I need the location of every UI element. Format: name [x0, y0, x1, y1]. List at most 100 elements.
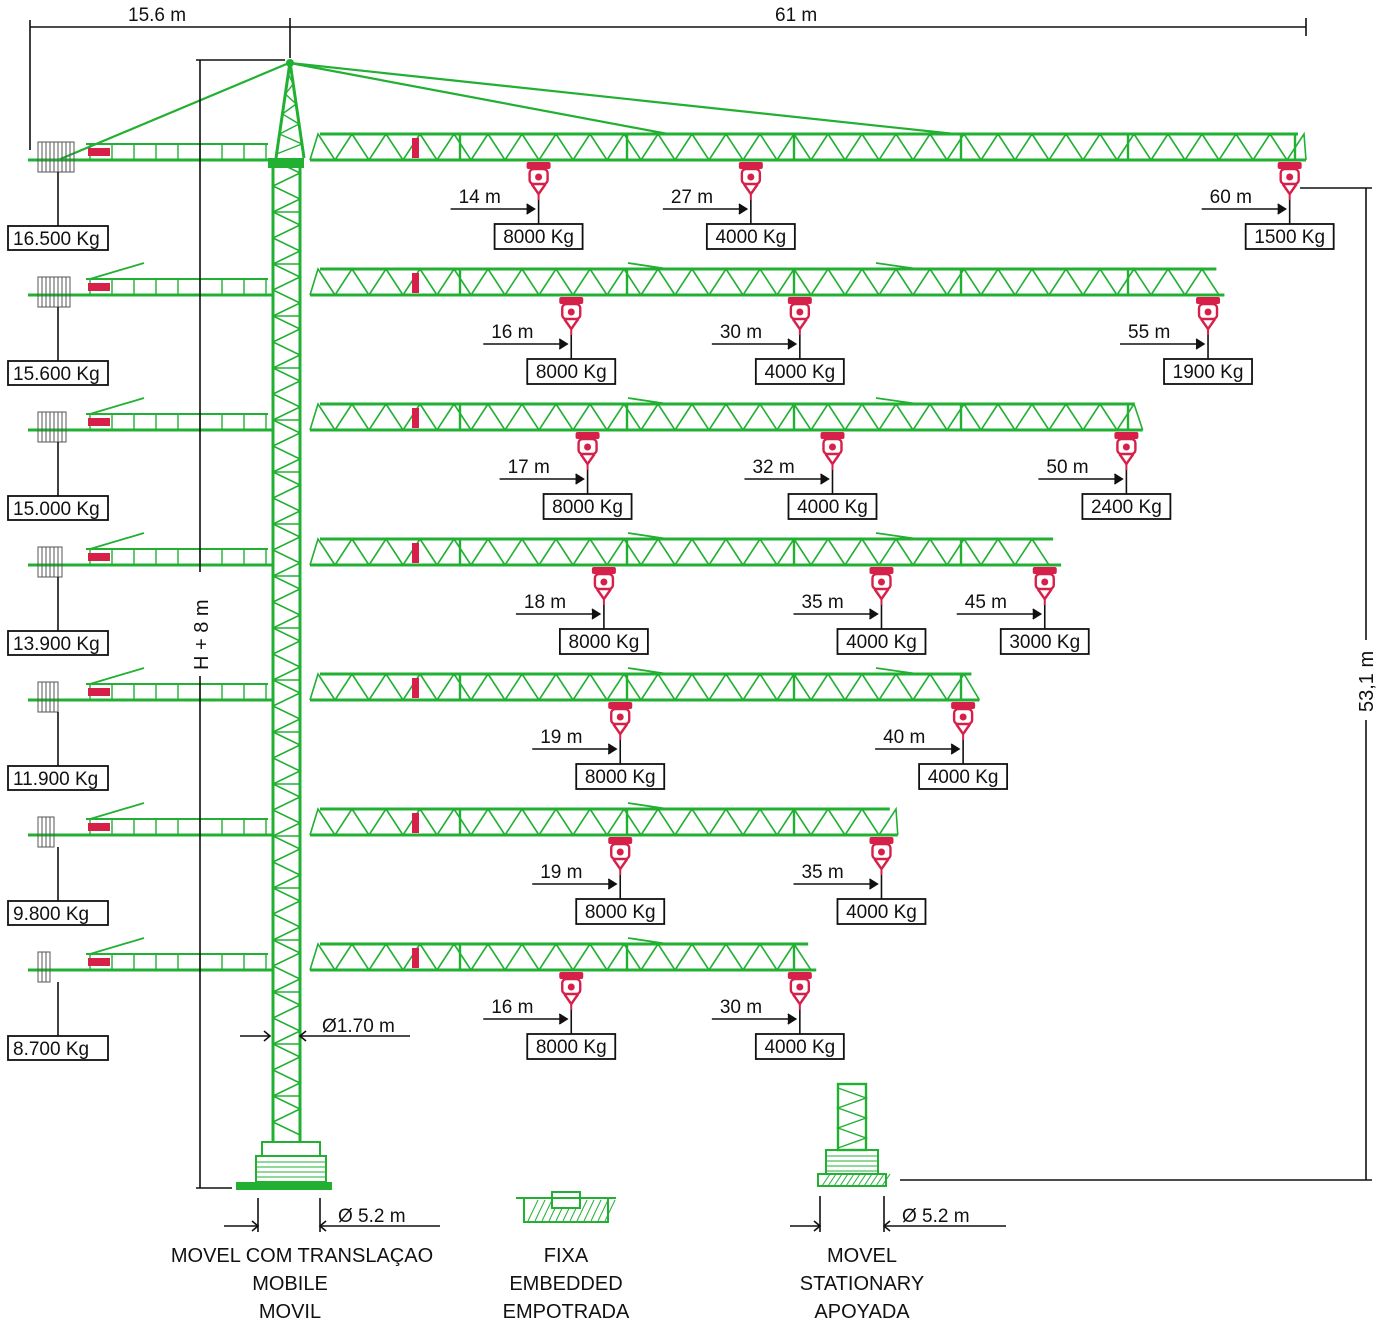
- hook-body: [1036, 588, 1053, 602]
- hook-distance-label: 19 m: [540, 727, 582, 748]
- ballast-block: [57, 546, 63, 578]
- trolley: [1114, 432, 1139, 439]
- hook-load-label: 8000 Kg: [503, 227, 574, 248]
- trolley-hook: [1196, 297, 1221, 335]
- hook-sheave: [796, 983, 804, 991]
- hook-body: [1281, 183, 1298, 197]
- hook-body: [595, 588, 612, 602]
- hook-sheave: [1204, 308, 1212, 316]
- hook-distance-label: 60 m: [1210, 187, 1252, 208]
- base-embedded-line-2: EMBEDDED: [509, 1273, 622, 1295]
- hook-body: [1200, 318, 1217, 332]
- ballast-block: [45, 546, 51, 578]
- hook-distance-label: 35 m: [801, 592, 843, 613]
- embedded-base-hatch: [590, 1199, 602, 1222]
- hook-sheave: [1286, 173, 1294, 181]
- embedded-base-hatch: [604, 1199, 616, 1222]
- jib-tie-2: [875, 262, 919, 270]
- jib-tie-2: [875, 532, 919, 540]
- distance-arrowhead: [950, 743, 961, 755]
- hook-body: [1118, 453, 1135, 467]
- base-ballast: [255, 1155, 327, 1183]
- stationary-height-label: 53,1 m: [1356, 651, 1378, 712]
- ballast-block: [45, 141, 51, 173]
- trolley: [1032, 567, 1057, 574]
- jib-tie-1: [627, 667, 669, 675]
- jib-length-label: 61 m: [775, 5, 817, 26]
- counterweight-label: 15.000 Kg: [13, 499, 100, 520]
- ballast-block: [37, 681, 43, 713]
- hook-distance-label: 27 m: [671, 187, 713, 208]
- slewing-unit: [268, 158, 304, 168]
- distance-arrowhead: [607, 878, 618, 890]
- counterweight-label: 8.700 Kg: [13, 1039, 89, 1060]
- jib-stop: [412, 408, 419, 428]
- distance-arrowhead: [869, 878, 879, 890]
- counterweight-box: [7, 765, 109, 791]
- hook-block: [593, 572, 615, 591]
- jib-tie-1: [627, 532, 669, 540]
- mast-diameter-label: Ø1.70 m: [322, 1016, 395, 1037]
- trolley-hook: [787, 972, 812, 1010]
- counterweight-box: [7, 360, 109, 386]
- hook-distance-label: 30 m: [720, 322, 762, 343]
- hook-distance-label: 16 m: [491, 997, 533, 1018]
- hook-body: [873, 858, 890, 872]
- hook-block: [1197, 302, 1219, 321]
- ballast-block: [61, 276, 67, 308]
- hook-block: [528, 167, 549, 186]
- counterweight-box: [7, 1035, 109, 1061]
- distance-arrowhead: [591, 608, 602, 620]
- trolley-hook: [1277, 162, 1302, 200]
- trolley-hook: [787, 297, 812, 335]
- trolley-hook: [608, 837, 633, 875]
- counter-jib-tie: [57, 61, 290, 162]
- jib-lacing: [309, 942, 817, 972]
- ballast-block: [61, 411, 67, 443]
- ballast-block: [57, 411, 63, 443]
- trolley-hook: [559, 972, 584, 1010]
- jib-stop: [412, 543, 419, 563]
- hook-body: [873, 588, 890, 602]
- distance-arrowhead: [1032, 608, 1043, 620]
- embedded-base-hatch: [576, 1199, 588, 1222]
- base-embedded: FIXA EMBEDDED EMPOTRADA: [503, 1245, 630, 1323]
- base-embedded-line-1: FIXA: [544, 1245, 589, 1267]
- hook-load-label: 8000 Kg: [585, 902, 656, 923]
- distance-arrowhead: [738, 203, 749, 215]
- embedded-base-socket: [551, 1191, 581, 1209]
- hook-sheave: [1122, 443, 1130, 451]
- ballast-block: [65, 276, 71, 308]
- counterweight-label: 9.800 Kg: [13, 904, 89, 925]
- hook-load-label: 8000 Kg: [536, 362, 607, 383]
- stationary-base-hatch: [839, 1173, 849, 1187]
- trolley-hook: [559, 297, 584, 335]
- base-stationary-line-3: APOYADA: [814, 1301, 910, 1323]
- winch: [88, 283, 110, 291]
- ballast-block: [53, 276, 59, 308]
- load-box: [526, 1033, 617, 1060]
- hook-distance-label: 17 m: [508, 457, 550, 478]
- ballast-block: [45, 681, 51, 713]
- counter-jib-tie: [89, 532, 145, 550]
- trolley-hook: [738, 162, 763, 200]
- hook-sheave: [796, 308, 804, 316]
- trolley: [738, 162, 763, 169]
- ballast-block: [49, 276, 55, 308]
- jib-stop: [412, 138, 419, 158]
- embedded-base-hatch: [541, 1199, 553, 1222]
- winch: [88, 418, 110, 426]
- trolley: [1196, 297, 1221, 304]
- distance-arrowhead: [526, 203, 536, 215]
- hook-sheave: [567, 308, 575, 316]
- ballast-block: [49, 411, 55, 443]
- hook-block: [740, 167, 762, 186]
- trolley: [869, 837, 894, 844]
- jib-tie-2: [289, 61, 956, 136]
- counter-jib-tie: [89, 802, 145, 820]
- counterweight-box: [7, 495, 109, 521]
- distance-arrowhead: [1114, 473, 1124, 485]
